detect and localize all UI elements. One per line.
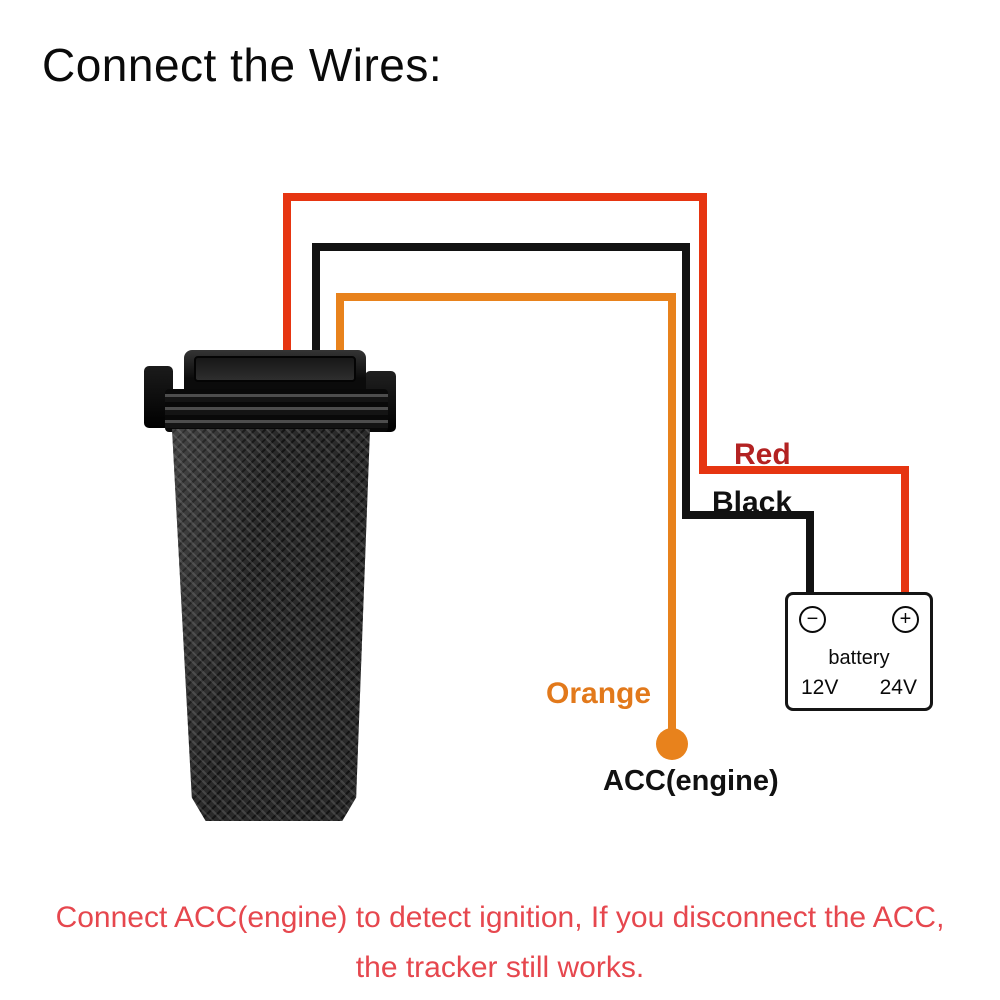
black-wire bbox=[312, 243, 814, 596]
battery-voltages: 12V 24V bbox=[788, 676, 930, 700]
battery-plus-terminal: + bbox=[892, 606, 919, 633]
battery-label: battery bbox=[828, 647, 890, 669]
acc-engine-label: ACC(engine) bbox=[603, 765, 779, 797]
device-ribbed-collar bbox=[165, 389, 388, 432]
device-cap-plate bbox=[194, 356, 356, 382]
device-top-cap bbox=[184, 350, 366, 394]
footer-note: Connect ACC(engine) to detect ignition, … bbox=[0, 893, 1000, 993]
battery-box: − + battery 12V 24V bbox=[785, 592, 933, 711]
red-wire bbox=[283, 193, 909, 596]
battery-minus-terminal: − bbox=[799, 606, 826, 633]
footer-line1: Connect ACC(engine) to detect ignition, … bbox=[55, 901, 945, 934]
footer-line2: the tracker still works. bbox=[355, 951, 645, 984]
battery-24v-label: 24V bbox=[879, 676, 917, 699]
plus-icon: + bbox=[899, 608, 912, 630]
battery-12v-label: 12V bbox=[801, 676, 839, 699]
minus-icon: − bbox=[806, 608, 819, 630]
red-wire-label: Red bbox=[734, 438, 791, 471]
black-wire-label: Black bbox=[712, 486, 793, 519]
acc-connector-dot bbox=[656, 728, 688, 760]
page-title: Connect the Wires: bbox=[42, 39, 443, 91]
orange-wire bbox=[336, 293, 676, 733]
device-body bbox=[172, 429, 370, 821]
orange-wire-label: Orange bbox=[546, 677, 652, 710]
